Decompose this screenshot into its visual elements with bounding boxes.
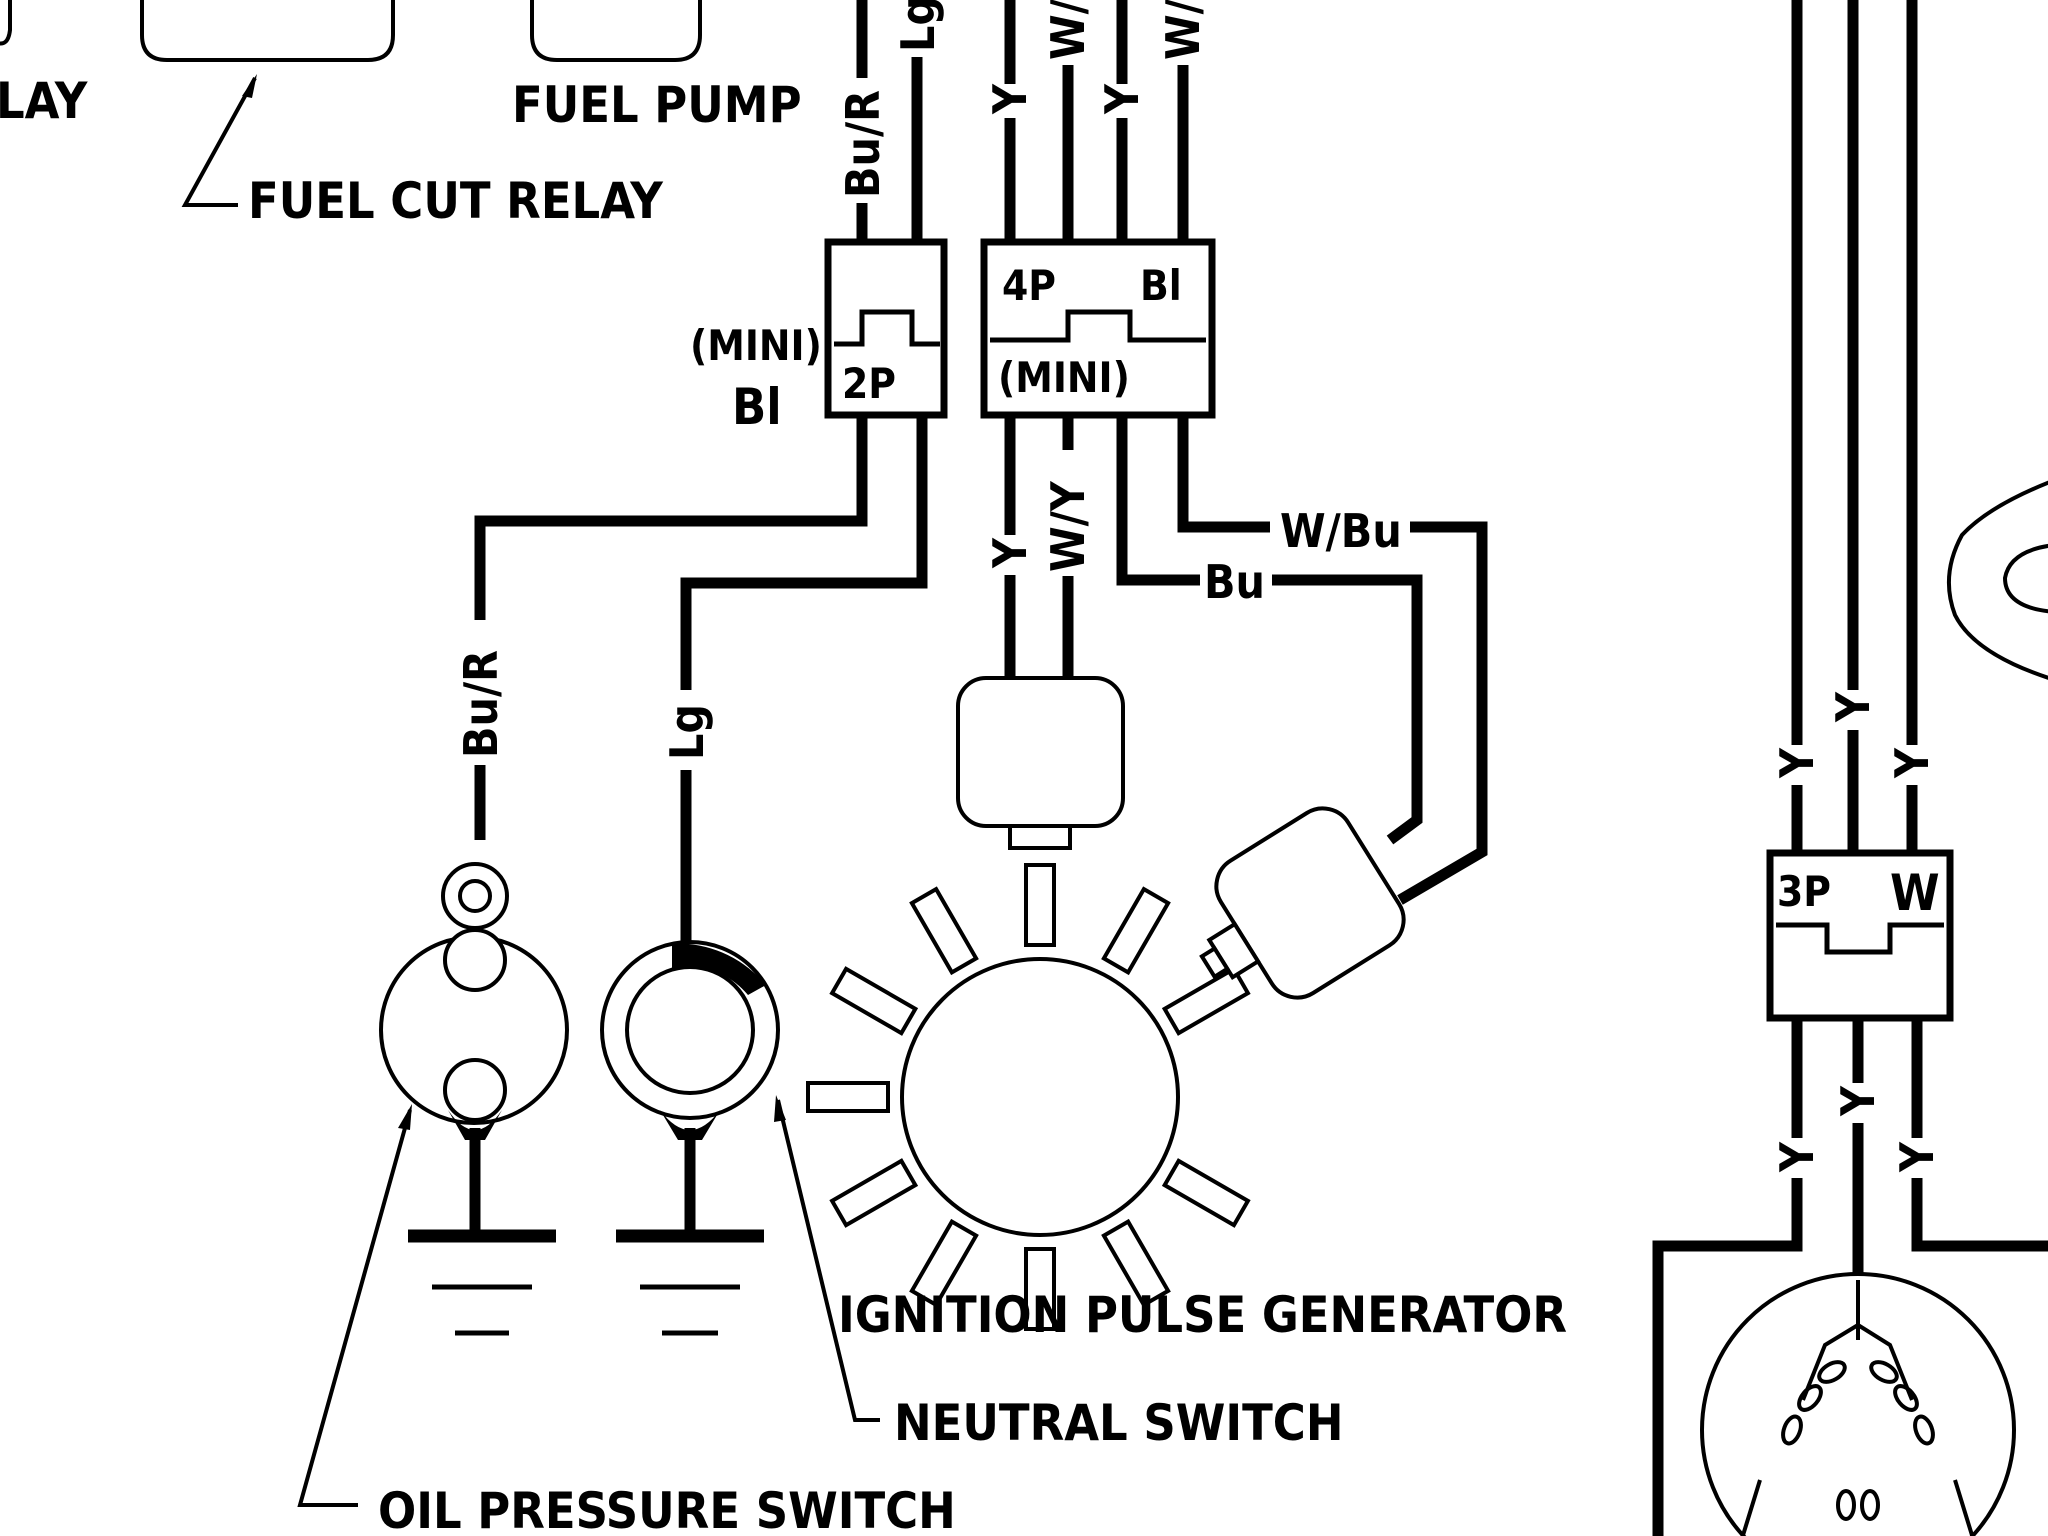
relay-box-partial — [0, 0, 12, 46]
connector-4p-pins: 4P — [1002, 261, 1056, 310]
oil-pressure-switch — [379, 862, 569, 1336]
wire-label-y-top-2: Y — [1095, 83, 1149, 115]
alternator-stator — [1700, 1272, 2016, 1536]
connector-4p: 4P Bl (MINI) — [980, 238, 1216, 419]
pulse-generator-side-pickup — [1199, 806, 1406, 1000]
fuel-cut-relay-leader — [181, 77, 257, 207]
connector-3p: 3P W — [1766, 849, 1954, 1022]
fuel-pump-label: FUEL PUMP — [512, 76, 802, 134]
connector-3p-pins: 3P — [1777, 867, 1831, 916]
ignition-pulse-generator-label: IGNITION PULSE GENERATOR — [838, 1286, 1567, 1344]
wire-label-y-right-1: Y — [1770, 747, 1824, 779]
wire-label-y-right-lower-1: Y — [1770, 1141, 1824, 1173]
oil-pressure-switch-leader — [297, 1109, 412, 1507]
neutral-switch-leader — [776, 1099, 880, 1422]
wire-lg-lower — [680, 415, 928, 945]
wire-label-y-right-3: Y — [1885, 747, 1939, 779]
wire-label-y-right-2: Y — [1826, 691, 1880, 723]
connector-2p-color: Bl — [732, 378, 782, 436]
wire-y-right-lower-1 — [1652, 1018, 1803, 1536]
fuel-cut-relay-label: FUEL CUT RELAY — [248, 172, 664, 230]
wire-label-y-right-lower-3: Y — [1890, 1141, 1944, 1173]
leader-arrowhead — [242, 74, 257, 98]
wire-y-right-lower-3 — [1911, 1018, 2048, 1252]
wire-label-w-y-top-1: W/Y — [1041, 0, 1095, 60]
wire-label-bu-r-oil: Bu/R — [454, 650, 508, 758]
wire-label-w-y-top-2: W/Y — [1156, 0, 1210, 60]
wire-label-w-y-pulse: W/Y — [1041, 480, 1095, 572]
fuel-pump-box — [530, 0, 702, 62]
wire-label-lg-top: Lg — [891, 0, 945, 52]
wire-label-bu: Bu — [1204, 555, 1265, 609]
wire-w-bu-pulse — [1177, 415, 1488, 905]
connector-4p-color: Bl — [1140, 261, 1182, 310]
wire-label-y-top-1: Y — [983, 83, 1037, 115]
pulse-generator-pickup — [956, 676, 1125, 850]
wire-label-w-bu: W/Bu — [1280, 504, 1402, 558]
fuel-cut-relay-box — [140, 0, 395, 62]
mount-bracket-partial — [1946, 480, 2048, 680]
connector-2p-type: (MINI) — [690, 321, 822, 370]
wire-bu-r-lower — [474, 415, 868, 840]
wire-label-lg-neutral: Lg — [660, 704, 714, 760]
oil-pressure-switch-label: OIL PRESSURE SWITCH — [378, 1482, 956, 1536]
ignition-pulse-generator-rotor — [806, 863, 1251, 1331]
connector-3p-color: W — [1890, 864, 1940, 922]
relay-label-partial: LAY — [0, 72, 89, 130]
connector-2p: 2P — [824, 238, 948, 419]
connector-4p-type: (MINI) — [998, 353, 1130, 402]
wire-label-y-right-lower-2: Y — [1831, 1085, 1885, 1117]
wire-label-bu-r-top: Bu/R — [836, 90, 890, 198]
wire-bu-pulse — [1116, 415, 1423, 845]
wire-label-y-pulse: Y — [983, 537, 1037, 569]
connector-2p-pins: 2P — [842, 359, 896, 408]
neutral-switch-label: NEUTRAL SWITCH — [894, 1394, 1343, 1452]
neutral-switch — [600, 940, 780, 1336]
